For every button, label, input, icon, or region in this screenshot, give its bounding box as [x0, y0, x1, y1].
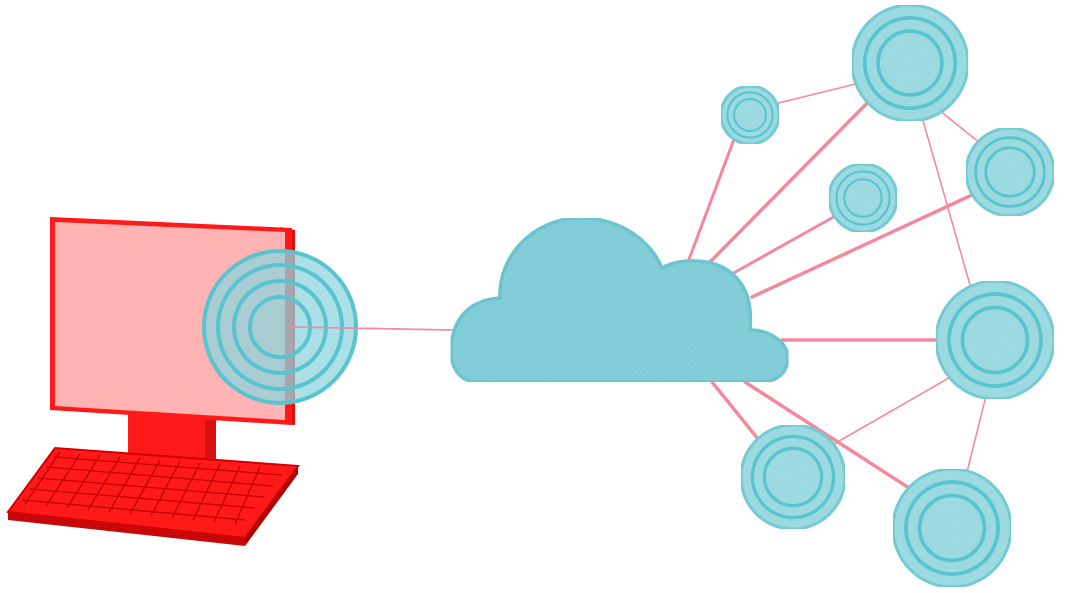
node-right-icon [964, 126, 1056, 218]
link-cloud-node-right [750, 180, 1002, 299]
monitor-stand-shade [205, 408, 216, 470]
node-large-icon [934, 279, 1056, 401]
keyboard-icon [6, 446, 300, 546]
link-cloud-node-top [708, 83, 887, 264]
cloud-icon [449, 216, 790, 384]
link-cloud-node-bottom-right [743, 380, 942, 510]
node-mid-icon [827, 162, 899, 234]
network-nodes [719, 3, 1056, 589]
node-bottom-right-icon [891, 467, 1013, 589]
computer-node-icon [202, 249, 358, 405]
link-cloud-node-small [686, 116, 744, 264]
node-small-icon [719, 84, 781, 146]
node-top-icon [850, 3, 970, 123]
node-bottom-left-icon [739, 423, 847, 531]
link-computer-node-inner [289, 326, 456, 331]
